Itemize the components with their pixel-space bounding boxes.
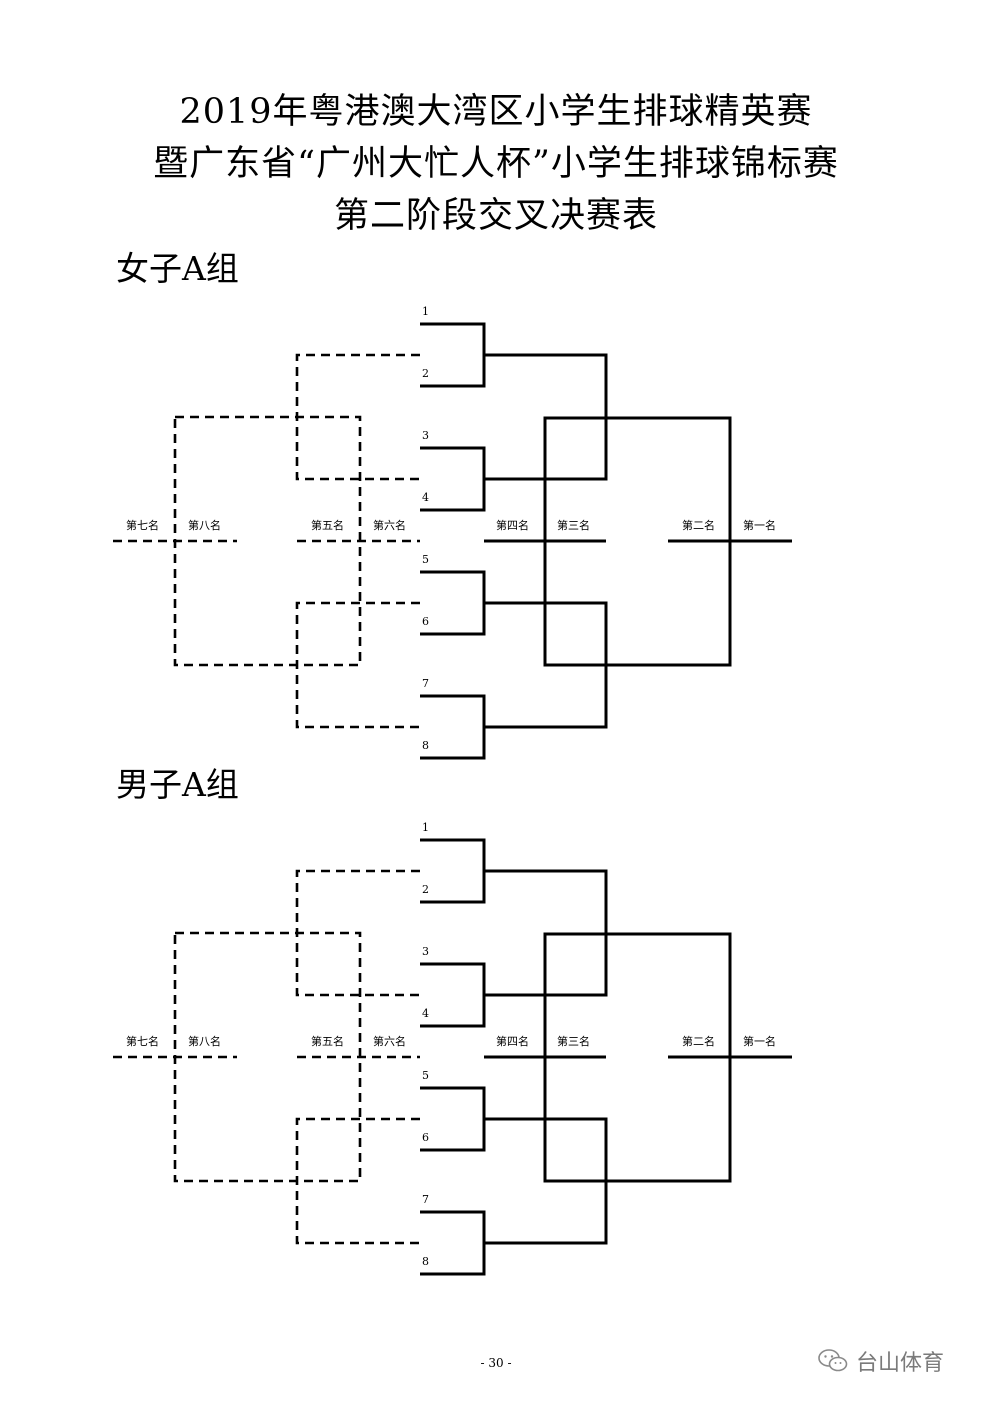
first-round-bracket (420, 838, 486, 904)
page-title-line-1: 2019年粤港澳大湾区小学生排球精英赛 (179, 92, 813, 132)
place-label-7: 第七名 (126, 1034, 159, 1048)
watermark-text: 台山体育 (856, 1351, 945, 1376)
first-round-bracket (420, 1086, 486, 1152)
place-label-3: 第三名 (557, 518, 590, 532)
seed-label: 6 (422, 1131, 429, 1144)
page-title-line-2: 暨广东省“广州大忙人杯”小学生排球锦标赛 (153, 144, 839, 184)
place-label-3: 第三名 (557, 1034, 590, 1048)
seed-label: 2 (422, 883, 429, 896)
seed-label: 7 (422, 677, 429, 690)
first-round-bracket (420, 694, 486, 760)
seed-label: 8 (422, 739, 429, 752)
first-round-bracket (420, 1210, 486, 1276)
seed-label: 7 (422, 1193, 429, 1206)
place-label-1: 第一名 (743, 518, 776, 532)
place-label-2: 第二名 (682, 518, 715, 532)
place-label-2: 第二名 (682, 1034, 715, 1048)
seed-label: 1 (422, 305, 429, 318)
seed-label: 6 (422, 615, 429, 628)
consolation-bracket-bottom (295, 601, 420, 729)
women-bracket: 1 2 3 4 5 6 7 8 第七名 第八名 第五名 第六名 第四名 第三名 第二名 第一名 (0, 290, 992, 770)
first-round-bracket (420, 322, 486, 388)
first-round-bracket (420, 446, 486, 512)
bracket-diagram: 1 2 3 4 5 6 7 8 第七名 第八名 第五名 第六名 第四名 第三名 第二名 第一名 (113, 821, 792, 1276)
consolation-bracket-bottom (295, 1117, 420, 1245)
place-label-1: 第一名 (743, 1034, 776, 1048)
watermark: 台山体育 (818, 1344, 944, 1378)
seed-label: 1 (422, 821, 429, 834)
place-label-8: 第八名 (188, 518, 221, 532)
place-label-8: 第八名 (188, 1034, 221, 1048)
bracket-diagram: 1 2 3 4 5 6 7 8 第七名 第八名 第五名 第六名 第四名 第三名 第二名 第一名 (113, 305, 792, 760)
place-label-4: 第四名 (496, 518, 529, 532)
first-round-bracket (420, 962, 486, 1028)
seed-label: 3 (422, 945, 429, 958)
place-label-4: 第四名 (496, 1034, 529, 1048)
place-label-6: 第六名 (373, 1034, 406, 1048)
place-label-5: 第五名 (311, 1034, 344, 1048)
seed-label: 8 (422, 1255, 429, 1268)
seed-label: 4 (422, 491, 429, 504)
first-round-bracket (420, 570, 486, 636)
seed-label: 2 (422, 367, 429, 380)
place-label-7: 第七名 (126, 518, 159, 532)
page-number: - 30 - (480, 1356, 512, 1370)
women-group-heading: 女子A组 (116, 249, 239, 288)
place-label-5: 第五名 (311, 518, 344, 532)
men-bracket: 1 2 3 4 5 6 7 8 第七名 第八名 第五名 第六名 第四名 第三名 第二名 第一名 (0, 806, 992, 1286)
seed-label: 3 (422, 429, 429, 442)
place-label-6: 第六名 (373, 518, 406, 532)
page-title-line-3: 第二阶段交叉决赛表 (333, 196, 658, 236)
seed-label: 5 (422, 553, 429, 566)
seed-label: 4 (422, 1007, 429, 1020)
seed-label: 5 (422, 1069, 429, 1082)
wechat-icon (818, 1349, 848, 1372)
men-group-heading: 男子A组 (116, 765, 239, 804)
